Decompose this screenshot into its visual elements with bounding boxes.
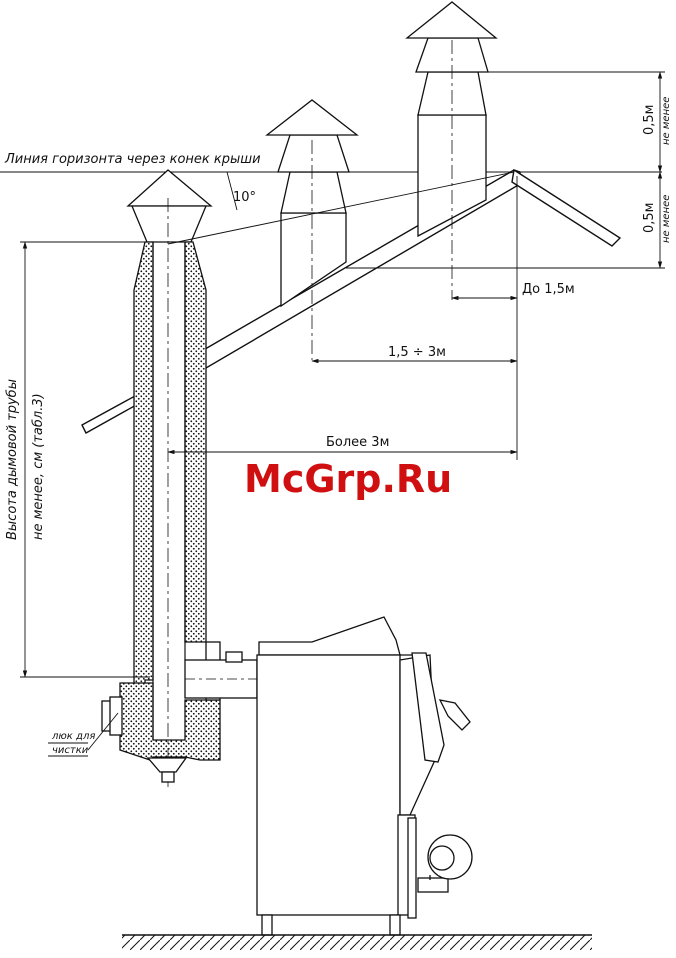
more-than-3-label: Более 3м bbox=[326, 435, 389, 450]
horizon-line-label: Линия горизонта через конек крыши bbox=[4, 152, 261, 167]
range-1-5-3-label: 1,5 ÷ 3м bbox=[388, 345, 446, 360]
watermark: McGrp.Ru bbox=[244, 457, 452, 501]
not-less-top-label: не менее bbox=[661, 97, 672, 145]
chimney-height-label-line2: не менее, см (табл.3) bbox=[31, 393, 46, 540]
angle-label: 10° bbox=[233, 190, 256, 205]
chimney-right bbox=[407, 2, 496, 300]
cleanout-label-line2: чистки bbox=[52, 745, 89, 756]
chimney-height-label-line1: Высота дымовой трубы bbox=[5, 379, 20, 540]
not-less-bottom-label: не менее bbox=[661, 195, 672, 243]
chimney-main bbox=[102, 170, 257, 790]
ground bbox=[122, 935, 592, 950]
cleanout-label-line1: люк для bbox=[51, 731, 95, 742]
height-bottom-label: 0,5м bbox=[642, 203, 657, 233]
height-top-label: 0,5м bbox=[642, 105, 657, 135]
boiler bbox=[257, 617, 472, 935]
up-to-1-5-label: До 1,5м bbox=[522, 282, 575, 297]
